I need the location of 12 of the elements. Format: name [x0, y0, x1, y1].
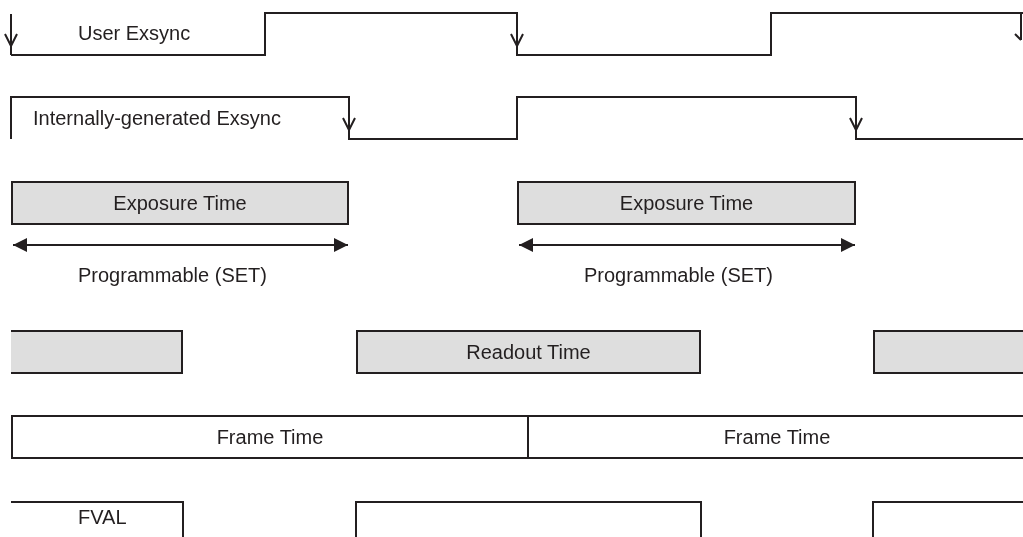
signal-label: User Exsync	[78, 22, 191, 45]
timing-bar: Exposure Time	[11, 181, 349, 225]
signal-label: Internally-generated Exsync	[33, 107, 281, 130]
signal-label: FVAL	[78, 506, 127, 529]
timing-bar: Frame Time	[527, 415, 1023, 459]
timing-bar: Exposure Time	[517, 181, 856, 225]
timing-bar	[11, 330, 183, 374]
timing-bar	[873, 330, 1023, 374]
timing-bar: Readout Time	[356, 330, 701, 374]
dimension-label: Programmable (SET)	[584, 264, 773, 287]
timing-bar: Frame Time	[11, 415, 529, 459]
dimension-label: Programmable (SET)	[78, 264, 267, 287]
